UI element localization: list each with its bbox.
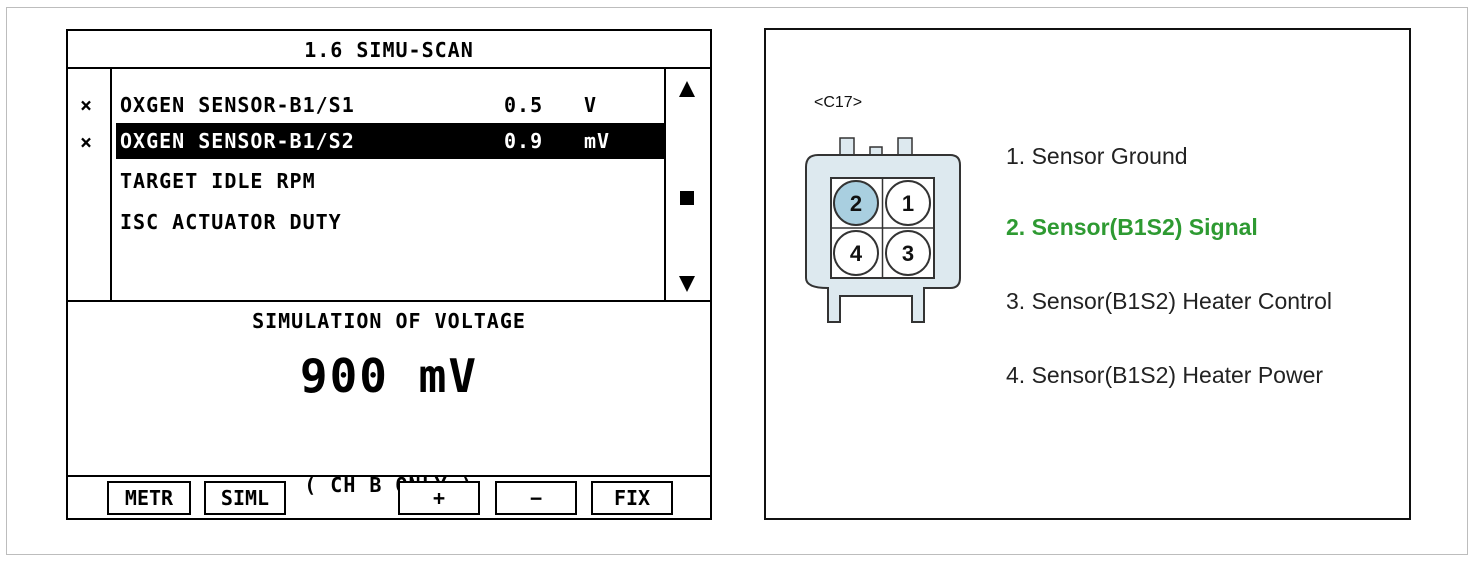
pin-legend-item-highlighted: 2. Sensor(B1S2) Signal [1006,214,1258,240]
row-marker: × [80,93,93,117]
pin-label: 2 [850,191,862,216]
list-item-name: OXGEN SENSOR-B1/S1 [120,93,355,117]
sensor-list: × × OXGEN SENSOR-B1/S1 0.5 V OXGEN SENSO… [68,69,710,302]
list-item-unit: V [584,93,598,117]
scrollbar[interactable] [664,69,710,300]
connector-diagram: <C17> 2 1 4 3 1. Sensor Ground 2. Sensor… [764,28,1411,520]
connector-tag: <C17> [814,94,863,111]
list-item-unit: mV [584,129,611,153]
scroll-thumb[interactable] [680,191,694,205]
pin-label: 3 [902,241,914,266]
figure-frame [6,7,1468,555]
pin-legend-item: 3. Sensor(B1S2) Heater Control [1006,288,1332,314]
row-marker: × [80,130,93,154]
marker-column: × × [68,69,112,300]
pin-label: 1 [902,191,914,216]
fix-button[interactable]: FIX [591,481,673,515]
pin-label: 4 [850,241,863,266]
siml-button[interactable]: SIML [204,481,286,515]
plus-button[interactable]: + [398,481,480,515]
list-item-value: 0.9 [504,129,544,153]
simulation-title: SIMULATION OF VOLTAGE [252,309,526,333]
simulation-value: 900 mV [299,349,479,403]
minus-button[interactable]: − [495,481,577,515]
pin-legend-item: 1. Sensor Ground [1006,143,1188,169]
list-item-name: TARGET IDLE RPM [120,169,316,193]
list-item[interactable]: ISC ACTUATOR DUTY [116,204,666,240]
list-item-name: ISC ACTUATOR DUTY [120,210,342,234]
function-key-bar: METR SIML + − FIX [68,475,710,520]
pin-3 [885,230,931,276]
scroll-up-icon[interactable] [679,81,695,97]
scanner-title: 1.6 SIMU-SCAN [68,31,710,69]
list-item[interactable]: TARGET IDLE RPM [116,163,666,199]
scanner-screen: 1.6 SIMU-SCAN × × OXGEN SENSOR-B1/S1 0.5… [66,29,712,520]
list-item[interactable]: OXGEN SENSOR-B1/S1 0.5 V [116,87,666,123]
pin-1 [885,180,931,226]
pin-legend-item: 4. Sensor(B1S2) Heater Power [1006,362,1324,388]
list-item-value: 0.5 [504,93,544,117]
list-item-name: OXGEN SENSOR-B1/S2 [120,129,355,153]
connector-pinout-icon: 2 1 4 3 [805,137,961,323]
pin-2 [833,180,879,226]
list-item-selected[interactable]: OXGEN SENSOR-B1/S2 0.9 mV [116,123,666,159]
pin-4 [833,230,879,276]
metr-button[interactable]: METR [107,481,191,515]
scroll-down-icon[interactable] [679,276,695,292]
